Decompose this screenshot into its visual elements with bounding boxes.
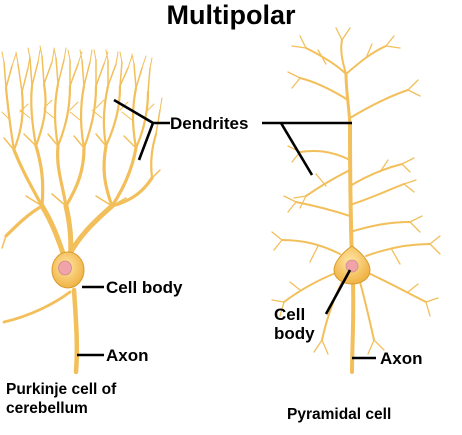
pyramidal-caption: Pyramidal cell xyxy=(287,406,392,423)
cell-body-right-leader xyxy=(324,269,352,315)
dendrites-right-leader-diag xyxy=(279,122,314,176)
dendrites-label: Dendrites xyxy=(170,114,249,133)
purkinje-caption-line1: Purkinje cell of xyxy=(6,381,117,398)
leader-lines xyxy=(77,98,376,360)
cell-body-label-right-line2: body xyxy=(274,324,315,343)
purkinje-axon-collateral xyxy=(2,290,72,324)
cell-body-label-left: Cell body xyxy=(106,278,183,297)
purkinje-caption-line2: cerebellum xyxy=(6,400,88,417)
purkinje-nucleus xyxy=(58,260,72,276)
purkinje-dendrites xyxy=(1,45,163,265)
axon-label-right: Axon xyxy=(380,349,423,368)
pyramidal-axon xyxy=(350,282,356,374)
pyramidal-cell xyxy=(271,27,441,374)
axon-label-left: Axon xyxy=(106,346,149,365)
purkinje-cell xyxy=(1,45,163,375)
title: Multipolar xyxy=(166,0,296,30)
purkinje-axon xyxy=(71,287,80,375)
cell-body-label-right-line1: Cell xyxy=(274,305,306,324)
pyramidal-nucleus xyxy=(345,259,359,273)
pyramidal-dendrites xyxy=(271,27,441,355)
